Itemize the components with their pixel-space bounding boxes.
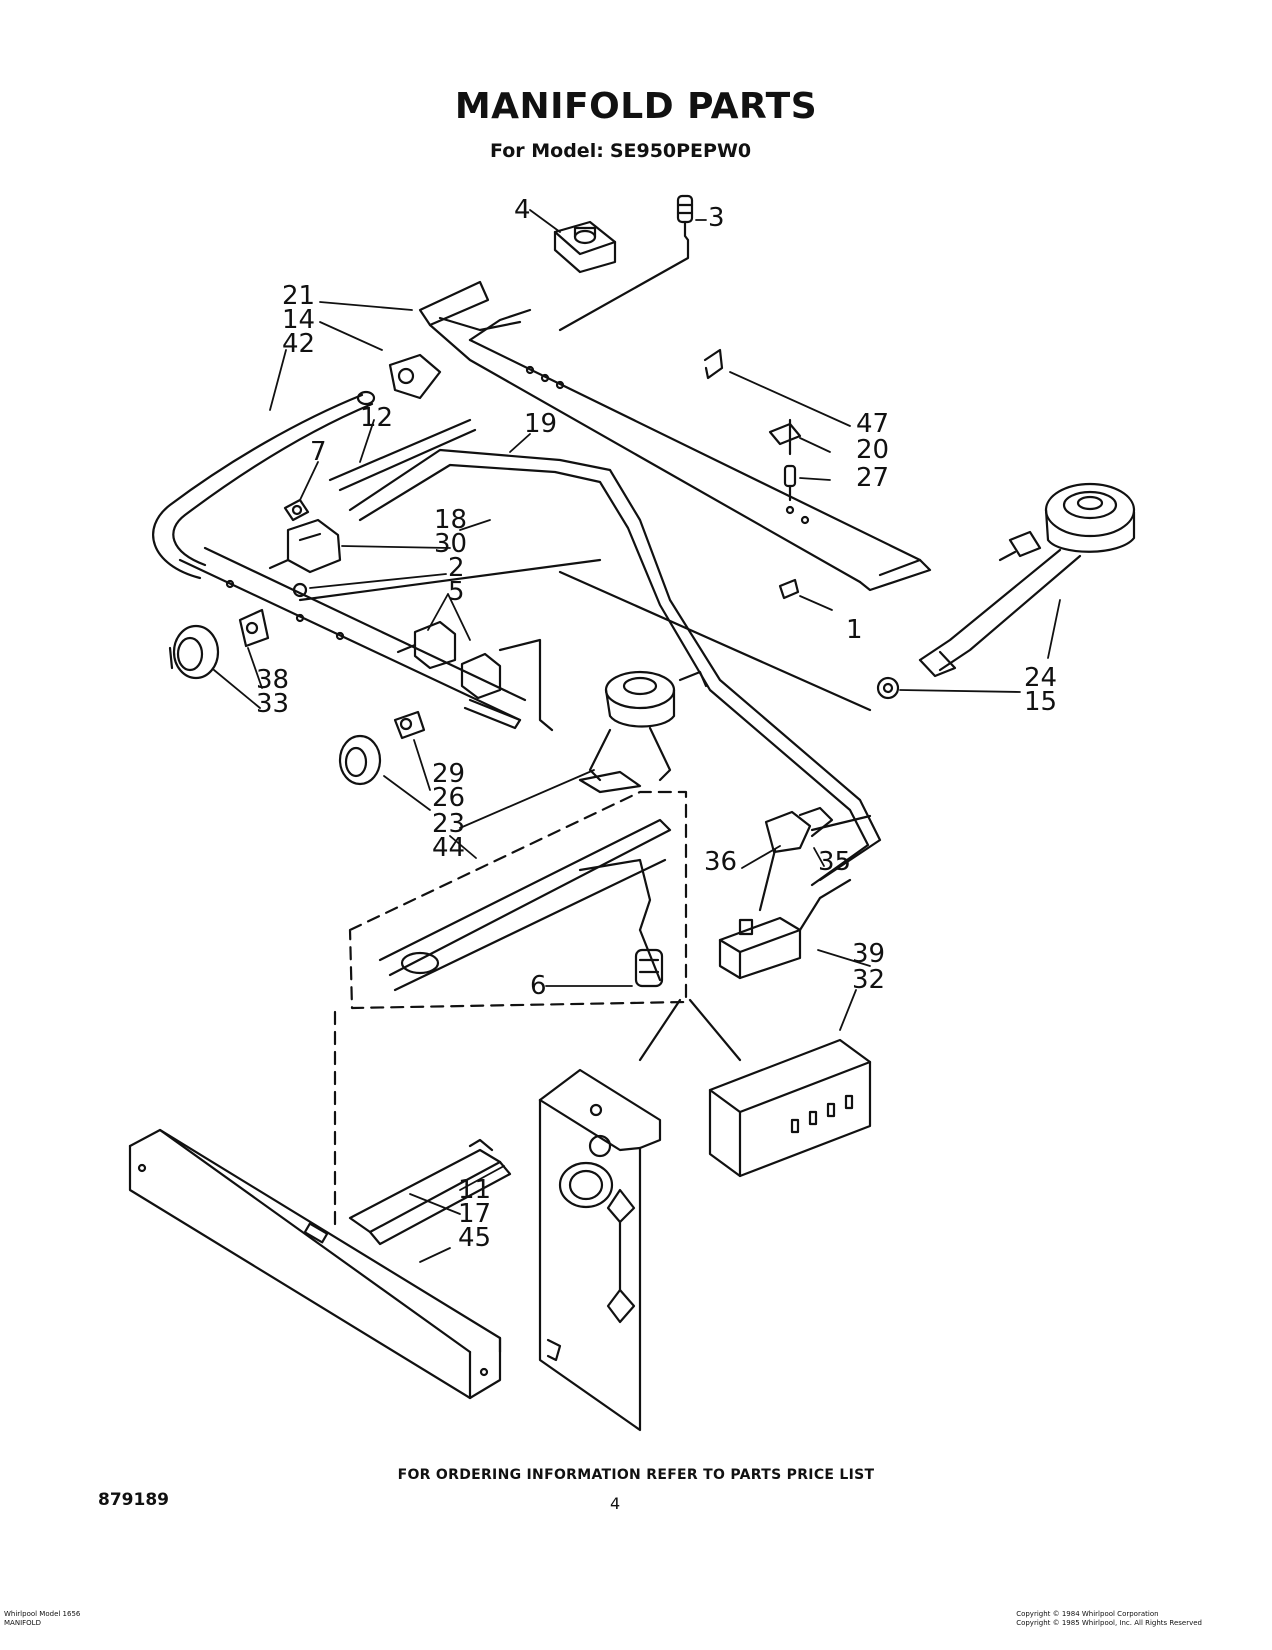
callout-44: 44 <box>432 833 465 863</box>
manifold-bar-shape <box>418 280 932 592</box>
callout-36: 36 <box>704 847 737 877</box>
fine-print-right-line: Copyright © 1985 Whirlpool, Inc. All Rig… <box>1016 1619 1202 1627</box>
callout-23: 23 <box>432 809 465 839</box>
part-3-shape <box>558 194 694 332</box>
callout-17: 17 <box>458 1199 491 1229</box>
part-7-shape <box>283 498 310 522</box>
callout-15: 15 <box>1024 687 1057 717</box>
callout-38: 38 <box>256 665 289 695</box>
leader-line-upper <box>298 558 602 602</box>
callout-21: 21 <box>282 281 315 311</box>
part-23-burner <box>578 670 708 794</box>
callout-26: 26 <box>432 783 465 813</box>
callout-2: 2 <box>448 553 465 583</box>
part-17-shape <box>348 1138 512 1246</box>
callout-29: 29 <box>432 759 465 789</box>
leader-line-15 <box>558 570 872 712</box>
callout-32: 32 <box>852 965 885 995</box>
page-number: 4 <box>610 1494 621 1513</box>
callout-12: 12 <box>360 403 393 433</box>
callout-7: 7 <box>310 437 327 467</box>
part-32-box <box>708 1038 872 1178</box>
part-29-knob <box>338 710 426 786</box>
callout-20: 20 <box>856 435 889 465</box>
callout-1: 1 <box>846 615 863 645</box>
model-number: SE950PEPW0 <box>609 140 752 162</box>
callout-24: 24 <box>1024 663 1057 693</box>
part-44-assembly <box>348 790 688 1010</box>
part-42-tube <box>152 390 376 580</box>
callout-35: 35 <box>818 847 851 877</box>
front-rail-shape <box>178 546 527 730</box>
part-1-shape <box>778 578 800 600</box>
page-title: MANIFOLD PARTS <box>454 86 818 127</box>
callout-33: 33 <box>256 689 289 719</box>
fine-print-left-line: Whirlpool Model 1656 <box>4 1610 81 1618</box>
part-38-knob <box>168 608 270 680</box>
callout-4: 4 <box>514 195 531 225</box>
callout-6: 6 <box>530 971 547 1001</box>
part-27-shape <box>783 464 797 502</box>
callout-45: 45 <box>458 1223 491 1253</box>
callout-18: 18 <box>434 505 467 535</box>
part-20-shape <box>768 418 802 456</box>
part-45-rail <box>128 1128 502 1400</box>
part-36-shape <box>758 806 872 912</box>
fine-print-left-line: MANIFOLD <box>4 1619 41 1627</box>
callout-39: 39 <box>852 939 885 969</box>
part-5-shape <box>396 620 554 732</box>
callout-30: 30 <box>434 529 467 559</box>
part-39-shape <box>718 878 852 980</box>
part-11-panel <box>538 1068 662 1432</box>
callout-27: 27 <box>856 463 889 493</box>
callout-3: 3 <box>708 203 725 233</box>
document-number: 879189 <box>98 1490 169 1510</box>
part-14-shape <box>388 353 442 400</box>
ordering-note: FOR ORDERING INFORMATION REFER TO PARTS … <box>397 1467 875 1483</box>
part-47-shape <box>703 348 724 380</box>
part-24-burner <box>918 482 1136 678</box>
leader-lines <box>213 209 1061 1263</box>
leader-line-6 <box>638 998 742 1062</box>
callout-19: 19 <box>524 409 557 439</box>
fine-print-left: Whirlpool Model 1656 MANIFOLD <box>4 1610 80 1628</box>
callout-labels: 4 3 21 14 42 12 7 19 47 20 27 18 30 2 5 … <box>256 195 1057 1253</box>
callout-14: 14 <box>282 305 315 335</box>
part-15-shape <box>876 676 900 700</box>
model-line: For Model:SE950PEPW0 <box>490 140 757 162</box>
part-30-shape <box>268 518 342 598</box>
model-prefix: For Model: <box>490 140 604 162</box>
part-12-tube <box>328 418 477 492</box>
fine-print-right: Copyright © 1984 Whirlpool Corporation C… <box>1016 1610 1202 1628</box>
callout-42: 42 <box>282 329 315 359</box>
callout-5: 5 <box>448 577 465 607</box>
fine-print-right-line: Copyright © 1984 Whirlpool Corporation <box>1016 1610 1159 1618</box>
callout-47: 47 <box>856 409 889 439</box>
part-19-tube <box>348 448 882 887</box>
part-4-shape <box>553 220 617 274</box>
callout-11: 11 <box>458 1175 491 1205</box>
